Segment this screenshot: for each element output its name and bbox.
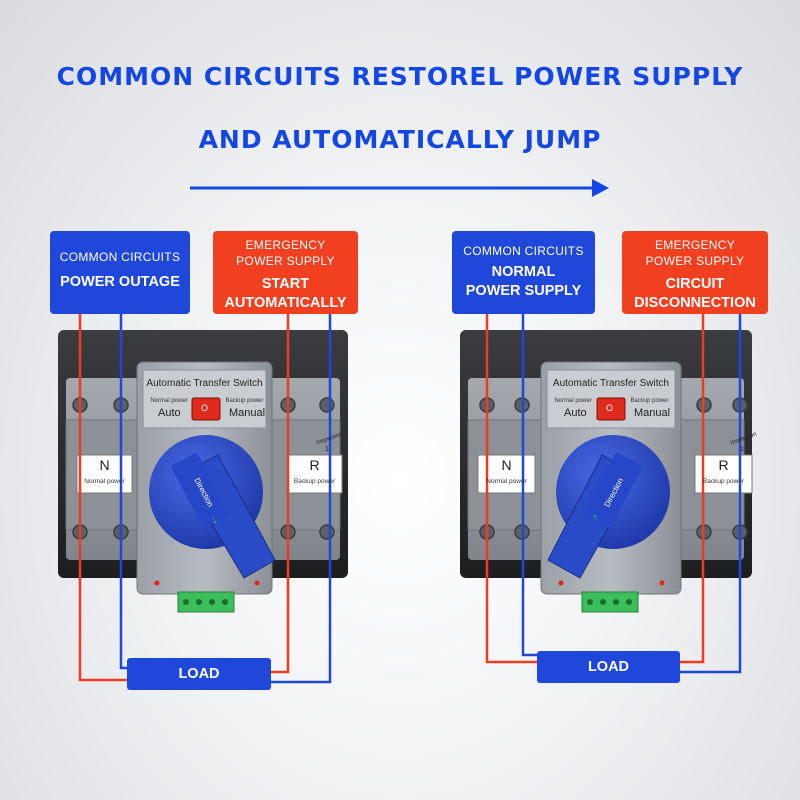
left-normal-power-small: Normal power bbox=[150, 398, 188, 404]
right-normal-power-small: Normal power bbox=[554, 398, 592, 404]
left-normal-callout-main: POWER OUTAGE bbox=[60, 274, 180, 290]
right-transfer-switch bbox=[460, 330, 753, 613]
right-inspection-number: 1 bbox=[740, 446, 744, 453]
right-r-letter: R bbox=[718, 457, 729, 473]
left-manual-label: Manual bbox=[229, 407, 266, 419]
right-manual-label: Manual bbox=[634, 407, 671, 419]
left-n-letter: N bbox=[99, 457, 110, 473]
left-load-label: LOAD bbox=[127, 658, 271, 690]
left-inspection-number: 1 bbox=[325, 446, 329, 453]
right-normal-callout-sub: COMMON CIRCUITS bbox=[463, 244, 584, 258]
right-n-caption: Normal power bbox=[486, 478, 527, 485]
right-backup-callout-sub2: POWER SUPPLY bbox=[645, 254, 745, 268]
left-backup-callout-main1: START bbox=[261, 276, 310, 292]
right-r-caption: Backup power bbox=[702, 478, 745, 485]
left-transfer-switch bbox=[58, 330, 348, 613]
right-backup-callout: EMERGENCY POWER SUPPLY CIRCUIT DISCONNEC… bbox=[622, 231, 768, 314]
left-device-title: Automatic Transfer Switch bbox=[146, 378, 263, 389]
left-r-caption: Backup power bbox=[293, 478, 336, 485]
right-backup-callout-main1: CIRCUIT bbox=[665, 276, 725, 292]
right-arrow-icon bbox=[190, 179, 609, 197]
right-normal-callout-main1: NORMAL bbox=[491, 264, 556, 280]
right-n-letter: N bbox=[501, 457, 512, 473]
left-backup-callout-sub1: EMERGENCY bbox=[245, 238, 326, 252]
left-auto-label: Auto bbox=[158, 407, 181, 419]
left-normal-callout-sub: COMMON CIRCUITS bbox=[59, 250, 181, 264]
right-load-label: LOAD bbox=[537, 651, 680, 683]
left-normal-callout: COMMON CIRCUITS POWER OUTAGE bbox=[50, 231, 190, 314]
right-normal-callout-main2: POWER SUPPLY bbox=[465, 283, 582, 299]
headline-line-2: AND AUTOMATICALLY JUMP bbox=[198, 125, 602, 154]
left-r-letter: R bbox=[309, 457, 320, 473]
right-auto-label: Auto bbox=[564, 407, 587, 419]
right-rocker-switch[interactable]: O bbox=[606, 403, 614, 413]
left-n-caption: Normal power bbox=[84, 478, 125, 485]
left-rocker-switch[interactable]: O bbox=[201, 403, 209, 413]
left-backup-callout: EMERGENCY POWER SUPPLY START AUTOMATICAL… bbox=[213, 231, 358, 314]
left-backup-callout-main2: AUTOMATICALLY bbox=[224, 295, 347, 311]
left-backup-callout-sub2: POWER SUPPLY bbox=[236, 254, 335, 268]
right-device-title: Automatic Transfer Switch bbox=[552, 378, 670, 389]
left-backup-power-small: Backup power bbox=[225, 398, 264, 404]
right-normal-callout: COMMON CIRCUITS NORMAL POWER SUPPLY bbox=[452, 231, 595, 314]
right-backup-power-small: Backup power bbox=[630, 398, 669, 404]
headline-line-1: COMMON CIRCUITS RESTOREL POWER SUPPLY bbox=[56, 62, 744, 91]
right-backup-callout-main2: DISCONNECTION bbox=[634, 295, 756, 311]
right-backup-callout-sub1: EMERGENCY bbox=[654, 238, 736, 252]
